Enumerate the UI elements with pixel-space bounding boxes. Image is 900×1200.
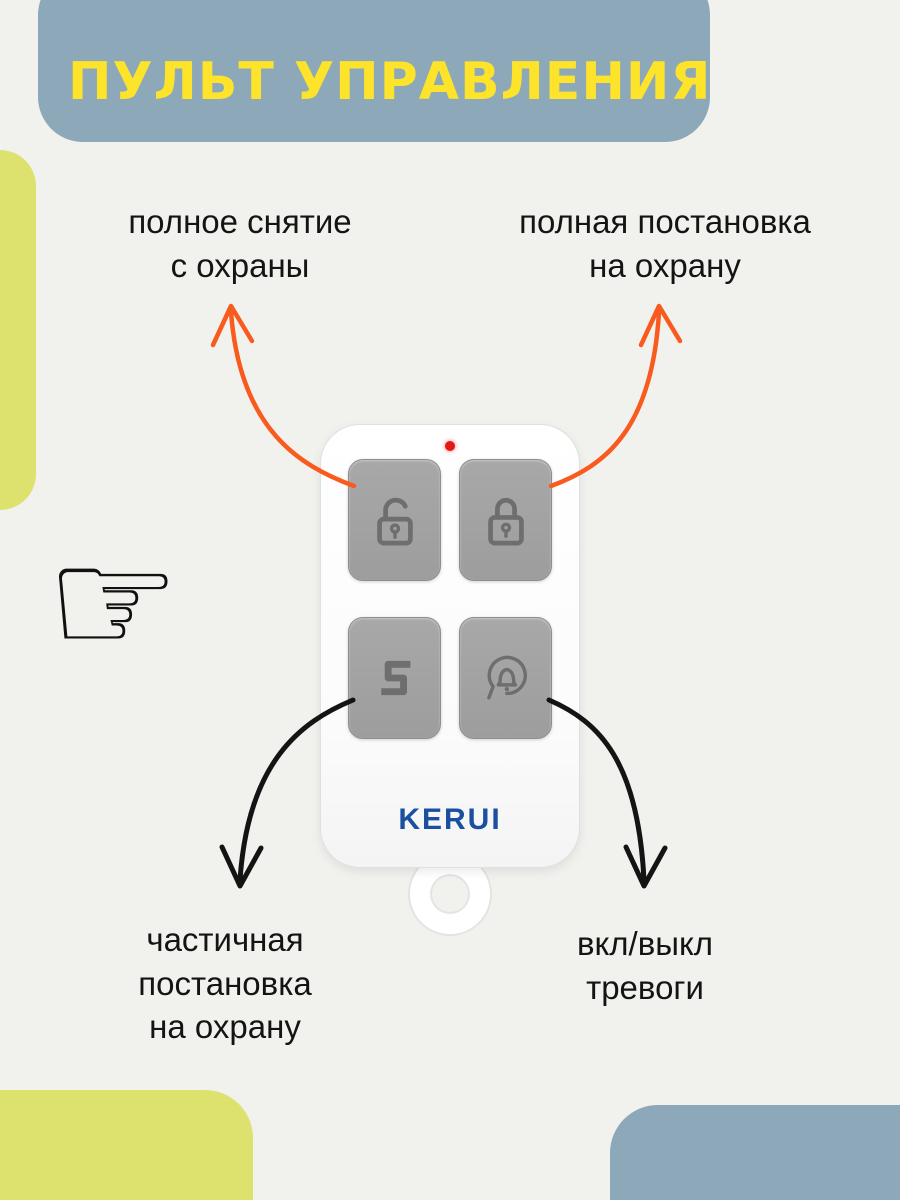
remote-button-grid (348, 459, 552, 739)
bell-icon (486, 655, 527, 700)
lock-icon (487, 497, 524, 546)
partial-arm-icon (380, 660, 410, 696)
led-indicator (445, 441, 455, 451)
label-partial-arm: частичная постановка на охрану (138, 921, 312, 1046)
remote-button-alarm (459, 617, 552, 739)
label-full-disarm: полное снятие с охраны (128, 203, 352, 284)
pointing-hand-icon: ☞ (46, 516, 181, 690)
label-full-arm: полная постановка на охрану (519, 203, 811, 284)
bottom-right-accent (610, 1105, 900, 1200)
remote-button-disarm (348, 459, 441, 581)
label-alarm-toggle: вкл/выкл тревоги (576, 925, 714, 1006)
remote-button-arm (459, 459, 552, 581)
page-title: ПУЛЬТ УПРАВЛЕНИЯ (68, 52, 712, 112)
header-banner: ПУЛЬТ УПРАВЛЕНИЯ (38, 0, 710, 142)
left-accent-pill (0, 150, 36, 510)
remote-button-partial-arm (348, 617, 441, 739)
remote-control: KERUI (320, 424, 580, 868)
unlock-icon (376, 497, 413, 546)
brand-logo: KERUI (398, 803, 502, 836)
bottom-left-accent (0, 1090, 253, 1200)
